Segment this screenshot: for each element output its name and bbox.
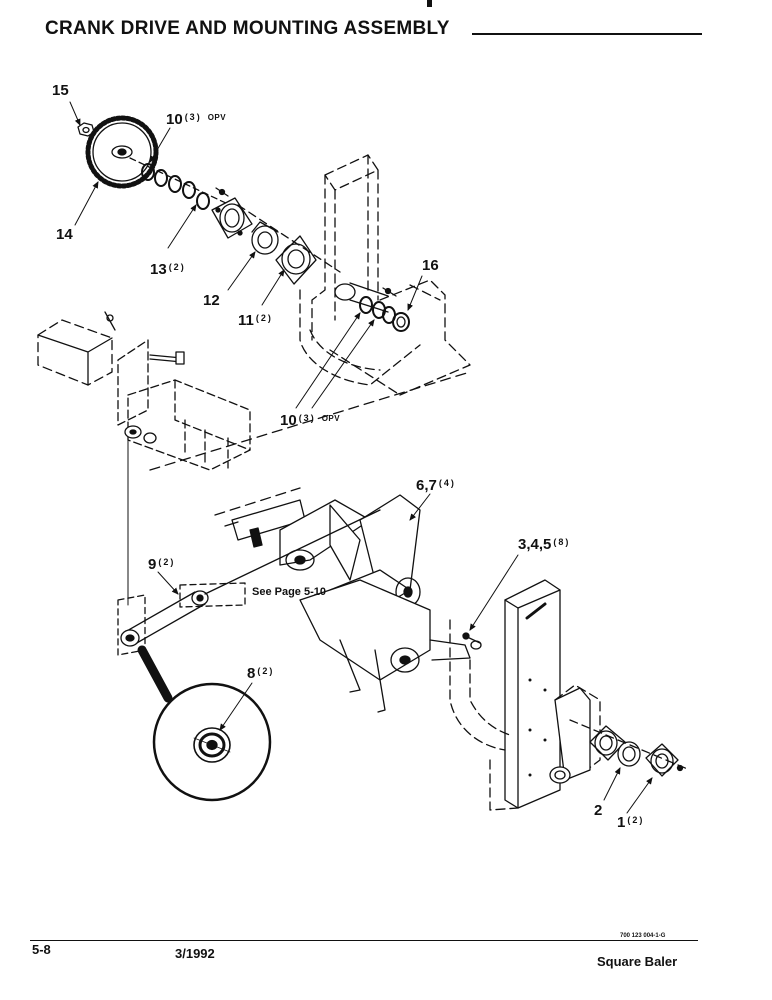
bearing-12-upper <box>251 221 279 255</box>
callout-9-qty: (2) <box>158 557 176 567</box>
callout-10-upper-qty: (3) <box>184 112 202 122</box>
callout-12: 12 <box>203 293 220 308</box>
see-page-reference: See Page 5-10 <box>252 586 326 598</box>
axis-line-lower <box>569 719 691 771</box>
callout-10-upper-note: OPV <box>207 113 227 122</box>
product-name: Square Baler <box>597 954 678 969</box>
bolt-3-4-5 <box>462 632 482 650</box>
bushing-set-10-lower <box>359 296 396 324</box>
bearing-flange-11-upper-b <box>275 235 317 285</box>
callout-1: 1(2) <box>617 815 644 830</box>
title-rule <box>472 33 702 35</box>
callout-13-qty: (2) <box>168 262 186 272</box>
crank-arm-lower <box>299 579 471 713</box>
axis-line-upper <box>237 204 341 273</box>
right-bearing-housing <box>549 687 591 784</box>
callout-10-lower: 10(3) OPV <box>280 413 340 428</box>
axis-line-sprocket <box>129 157 231 206</box>
callout-16: 16 <box>422 258 439 273</box>
callout-8-number: 8 <box>247 665 256 682</box>
hex-nut-15 <box>77 122 95 137</box>
bracket-bearing <box>124 425 157 444</box>
projection-line-b <box>214 487 301 516</box>
detail-magnifier <box>137 645 272 802</box>
sprocket-14 <box>85 115 159 189</box>
footer-rule <box>30 940 698 941</box>
callout-13: 13(2) <box>150 262 186 277</box>
page-number: 5-8 <box>32 942 51 957</box>
callout-10-upper: 10(3) OPV <box>166 112 226 127</box>
callout-8-qty: (2) <box>257 666 275 676</box>
callout-6-7-number: 6,7 <box>416 477 437 494</box>
revision-date: 3/1992 <box>175 946 215 961</box>
callout-10-lower-number: 10 <box>280 412 297 429</box>
callout-10-lower-qty: (3) <box>298 413 316 423</box>
crank-shaft <box>224 499 306 548</box>
callout-16-number: 16 <box>422 257 439 274</box>
callout-6-7: 6,7(4) <box>416 478 456 493</box>
callout-6-7-qty: (4) <box>438 478 456 488</box>
left-mount-block <box>37 311 116 386</box>
right-frame-plate <box>504 579 561 809</box>
callout-14-number: 14 <box>56 226 73 243</box>
callout-11: 11(2) <box>238 313 273 328</box>
bearing-flange-11-upper-a <box>211 197 253 239</box>
projection-line-a <box>149 371 471 471</box>
bearing-flange-1 <box>645 743 684 777</box>
callout-8: 8(2) <box>247 666 274 681</box>
shaft-stub-upper <box>334 282 389 313</box>
callout-2: 2 <box>594 803 602 818</box>
callout-9-number: 9 <box>148 556 157 573</box>
right-frame-dashed <box>449 619 601 811</box>
callout-9: 9(2) <box>148 557 175 572</box>
small-bolt-upper <box>382 287 397 297</box>
bearing-flange-lower-a <box>589 725 626 761</box>
callout-3-4-5: 3,4,5(8) <box>518 537 570 552</box>
connecting-rod-9 <box>117 509 381 656</box>
callout-3-4-5-qty: (8) <box>553 537 571 547</box>
small-bolt <box>215 187 229 197</box>
callout-14: 14 <box>56 227 73 242</box>
leader-lines <box>69 101 653 814</box>
callout-2-number: 2 <box>594 802 603 819</box>
crank-arm-upper <box>279 499 371 581</box>
callout-10-lower-note: OPV <box>321 414 341 423</box>
bearing-16 <box>392 312 410 332</box>
page-title: CRANK DRIVE AND MOUNTING ASSEMBLY <box>45 18 450 39</box>
document-number: 700 123 004-1-G <box>620 933 666 939</box>
callout-15: 15 <box>52 83 69 98</box>
callout-11-qty: (2) <box>255 313 273 323</box>
top-edge-mark <box>427 0 432 7</box>
callout-3-4-5-number: 3,4,5 <box>518 536 552 553</box>
callout-12-number: 12 <box>203 292 220 309</box>
callout-1-qty: (2) <box>627 815 645 825</box>
mount-bolt <box>149 351 185 365</box>
bearing-2 <box>617 741 641 767</box>
callout-10-upper-number: 10 <box>166 111 183 128</box>
callout-13-number: 13 <box>150 261 167 278</box>
upper-frame-channel <box>299 154 471 396</box>
callout-15-number: 15 <box>52 82 69 99</box>
callout-11-number: 11 <box>238 312 254 329</box>
callout-1-number: 1 <box>617 814 626 831</box>
